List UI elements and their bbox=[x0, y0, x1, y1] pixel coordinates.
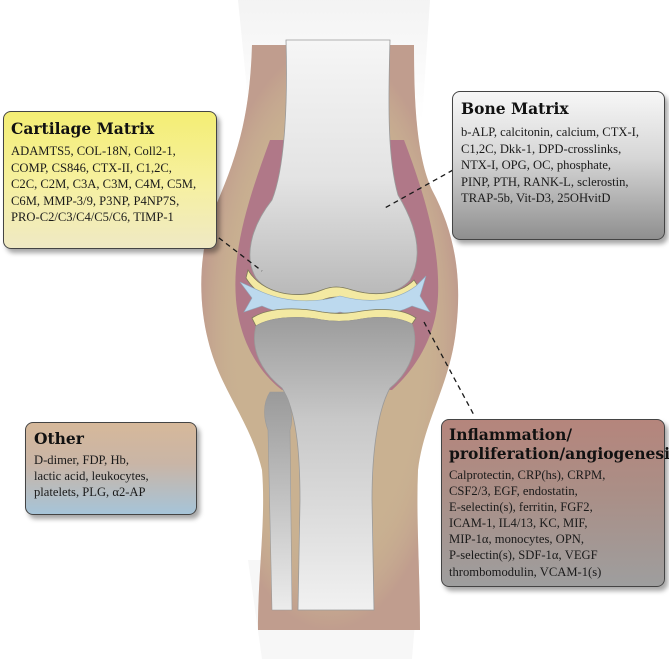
cartilage-matrix-box: Cartilage Matrix ADAMTS5, COL-18N, Coll2… bbox=[3, 111, 217, 249]
bone-matrix-box: Bone Matrix b-ALP, calcitonin, calcium, … bbox=[452, 91, 665, 240]
other-markers: D-dimer, FDP, Hb, lactic acid, leukocyte… bbox=[34, 452, 191, 501]
bone-matrix-markers: b-ALP, calcitonin, calcium, CTX-I, C1,2C… bbox=[461, 124, 659, 207]
marker-line: TRAP-5b, Vit-D3, 25OHvitD bbox=[461, 191, 611, 206]
marker-line: E-selectin(s), ferritin, FGF2, bbox=[449, 500, 593, 515]
marker-line: C2C, C2M, C3A, C3M, C4M, C5M, bbox=[11, 177, 197, 192]
marker-line: PINP, PTH, RANK-L, sclerostin, bbox=[461, 174, 629, 189]
marker-line: platelets, PLG, α2-AP bbox=[34, 485, 146, 500]
marker-line: CSF2/3, EGF, endostatin, bbox=[449, 484, 578, 499]
fibula-bone bbox=[264, 391, 293, 611]
cartilage-matrix-title: Cartilage Matrix bbox=[11, 119, 155, 138]
marker-line: b-ALP, calcitonin, calcium, CTX-I, bbox=[461, 125, 640, 139]
title-line: Inflammation/ bbox=[449, 425, 572, 444]
marker-line: lactic acid, leukocytes, bbox=[34, 469, 149, 484]
marker-line: C6M, MMP-3/9, P3NP, P4NP7S, bbox=[11, 193, 180, 208]
cartilage-matrix-markers: ADAMTS5, COL-18N, Coll2-1, COMP, CS846, … bbox=[11, 143, 211, 226]
marker-line: PRO-C2/C3/C4/C5/C6, TIMP-1 bbox=[11, 210, 174, 225]
callout-line-bone bbox=[382, 169, 454, 210]
marker-line: P-selectin(s), SDF-1α, VEGF bbox=[449, 548, 598, 563]
marker-line: thrombomodulin, VCAM-1(s) bbox=[449, 564, 602, 579]
marker-line: MIP-1α, monocytes, OPN, bbox=[449, 532, 584, 547]
marker-line: Calprotectin, CRP(hs), CRPM, bbox=[449, 468, 606, 482]
marker-line: ICAM-1, IL4/13, KC, MIF, bbox=[449, 516, 588, 531]
marker-line: ADAMTS5, COL-18N, Coll2-1, bbox=[11, 144, 176, 158]
title-line: proliferation/angiogenesis bbox=[449, 443, 669, 463]
bone-matrix-title: Bone Matrix bbox=[461, 99, 569, 118]
marker-line: D-dimer, FDP, Hb, bbox=[34, 453, 129, 467]
other-title: Other bbox=[34, 429, 84, 448]
other-markers-box: Other D-dimer, FDP, Hb, lactic acid, leu… bbox=[25, 422, 197, 515]
marker-line: NTX-I, OPG, OC, phosphate, bbox=[461, 158, 612, 173]
marker-line: C1,2C, Dkk-1, DPD-crosslinks, bbox=[461, 141, 622, 156]
marker-line: COMP, CS846, CTX-II, C1,2C, bbox=[11, 160, 172, 175]
inflammation-box: Inflammation/ proliferation/angiogenesis… bbox=[441, 419, 669, 587]
inflammation-title: Inflammation/ proliferation/angiogenesis bbox=[449, 425, 669, 463]
inflammation-markers: Calprotectin, CRP(hs), CRPM, CSF2/3, EGF… bbox=[449, 467, 659, 580]
